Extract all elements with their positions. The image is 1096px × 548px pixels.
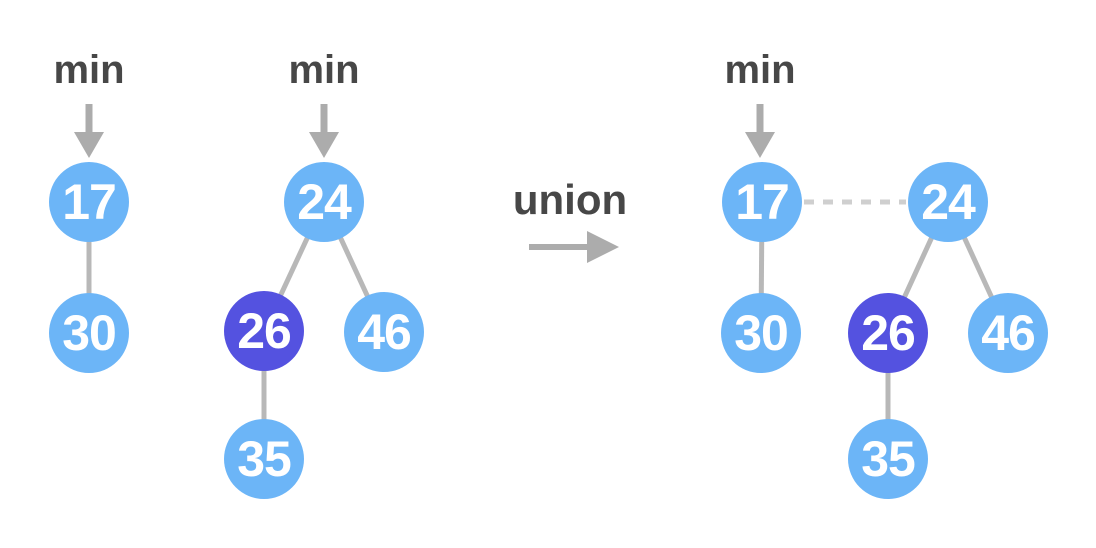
heap1-node-17: 17 [49,162,129,242]
heap2-node-46: 46 [344,292,424,372]
union-label: union [512,176,628,223]
min-label-heap1: min [53,48,125,92]
heap2-node-24: 24 [284,162,364,242]
min-label-result: min [724,48,796,92]
result-node-30: 30 [721,293,801,373]
result-node-46: 46 [968,293,1048,373]
union-arrow-icon [529,231,619,263]
min-arrow-icon [74,104,104,158]
result-node-26: 26 [848,293,928,373]
result-node-24: 24 [908,162,988,242]
heap2-node-35: 35 [224,419,304,499]
result-node-17: 17 [722,162,802,242]
min-arrow-icon [745,104,775,158]
heap1-node-30: 30 [49,293,129,373]
min-label-heap2: min [288,48,360,92]
result-node-35: 35 [848,419,928,499]
heap2-node-26: 26 [224,291,304,371]
min-arrow-icon [309,104,339,158]
